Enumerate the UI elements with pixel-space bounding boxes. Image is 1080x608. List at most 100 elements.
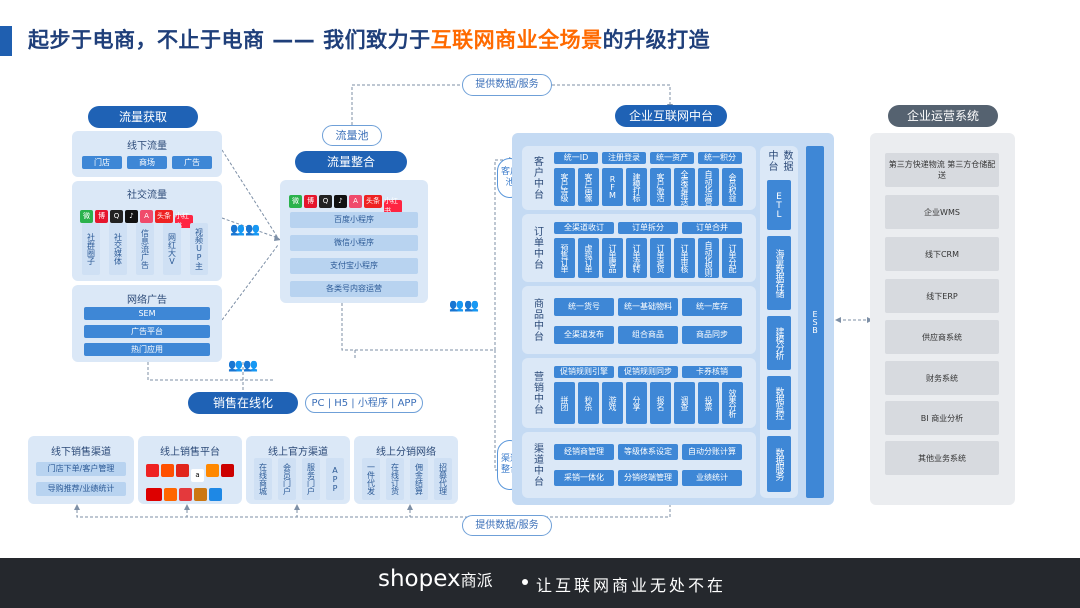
platform-logo-icon <box>194 487 207 501</box>
marketing-bottom-item: 分享 <box>626 382 647 424</box>
goods-middle-label: 商品中台 <box>531 298 543 342</box>
order-top-item: 全渠道收订 <box>554 222 614 234</box>
order-middle-label: 订单中台 <box>531 226 543 270</box>
customer-bottom-item: 全渠道推送 <box>674 168 695 206</box>
marketing-middle-label: 营销中台 <box>531 371 543 415</box>
customer-top-item: 统一积分 <box>698 152 742 164</box>
network-ads-title: 网络广告 <box>127 295 167 306</box>
data-item: ETL <box>767 180 791 230</box>
ops-item: 其他业务系统 <box>885 441 999 475</box>
platform-logo-icon <box>146 487 162 501</box>
official-channels-title: 线上官方渠道 <box>268 447 328 458</box>
traffic-pool-label: 流量池 <box>322 125 382 146</box>
pool-item: 微信小程序 <box>290 235 418 251</box>
channel-item: 分销终端管理 <box>618 470 678 486</box>
marketing-bottom-item: 报名 <box>650 382 671 424</box>
qq-icon: Q <box>110 209 123 223</box>
sales-channels-tag: PC | H5 | 小程序 | APP <box>305 393 423 413</box>
pool-item: 百度小程序 <box>290 212 418 228</box>
order-bottom-item: 订单赠品 <box>602 238 623 278</box>
marketing-bottom-item: 效果分析 <box>722 382 743 424</box>
tiktok-icon: ♪ <box>125 209 138 223</box>
distribution-item: 佣金结算 <box>410 458 428 500</box>
a-icon: A <box>349 194 362 208</box>
order-bottom-item: 订单分配 <box>722 238 743 278</box>
customer-middle-label: 客户中台 <box>531 156 543 200</box>
footer-bar: shopex商派 让互联网商业无处不在 <box>0 558 1080 608</box>
marketing-bottom-item: 拼团 <box>554 382 575 424</box>
customer-middle-panel: 客户中台 统一ID 注册登录 统一资产 统一积分 客户等级 客户画像 RFM 建… <box>522 146 756 210</box>
network-item: 广告平台 <box>84 325 210 338</box>
channel-middle-label: 渠道中台 <box>531 443 543 487</box>
offline-sales-title: 线下销售渠道 <box>51 447 111 458</box>
customer-top-item: 统一ID <box>554 152 598 164</box>
customer-top-item: 注册登录 <box>602 152 646 164</box>
sales-online-header: 销售在线化 <box>188 392 298 414</box>
platform-logo-icon <box>209 487 222 501</box>
esb-bar: ESB <box>806 146 824 498</box>
platform-logo-icon <box>161 464 174 477</box>
platform-logo-icon: a <box>191 468 204 482</box>
marketing-bottom-item: 投票 <box>698 382 719 424</box>
channel-item: 经销商管理 <box>554 444 614 460</box>
data-item: 数据服务 <box>767 436 791 492</box>
online-platform-title: 线上销售平台 <box>160 447 220 458</box>
offline-item: 门店 <box>82 156 122 169</box>
customer-bottom-item: 客户等级 <box>554 168 575 206</box>
ops-header: 企业运营系统 <box>888 105 998 127</box>
data-middle-panel: 数据中台 ETL 海量数据存储 建模分析 数据监控 数据服务 <box>760 146 798 498</box>
order-middle-panel: 订单中台 全渠道收订 订单拆分 订单合并 预售订单 虚拟订单 订单赠品 订单流转… <box>522 214 756 282</box>
ops-item: 第三方快递物流 第三方仓储配送 <box>885 153 999 187</box>
footer-slogan: 让互联网商业无处不在 <box>536 576 727 595</box>
xiaohongshu-icon: 小红书 <box>384 197 402 215</box>
pool-item: 支付宝小程序 <box>290 258 418 274</box>
people-icon: 👥👥 <box>449 298 479 312</box>
customer-bottom-item: 客户激活 <box>650 168 671 206</box>
platform-logo-icon <box>146 464 159 477</box>
footer-dot <box>522 579 528 585</box>
social-item: 网红大V <box>163 223 181 275</box>
wechat-icon: 微 <box>80 209 93 223</box>
platform-logo-icon <box>179 487 192 501</box>
goods-item: 组合商品 <box>618 326 678 344</box>
goods-item: 统一货号 <box>554 298 614 316</box>
tiktok-icon: ♪ <box>334 194 347 208</box>
marketing-top-item: 卡券核销 <box>682 366 742 378</box>
marketing-middle-panel: 营销中台 促销规则引擎 促销规则同步 卡券核销 拼团 秒杀 游戏 分享 报名 调… <box>522 358 756 428</box>
toutiao-icon: 头条 <box>155 209 173 223</box>
toutiao-icon: 头条 <box>364 194 382 208</box>
goods-item: 全渠道发布 <box>554 326 614 344</box>
marketing-bottom-item: 秒杀 <box>578 382 599 424</box>
order-bottom-item: 订单退货 <box>650 238 671 278</box>
ops-item: 财务系统 <box>885 361 999 395</box>
order-top-item: 订单合并 <box>682 222 742 234</box>
distribution-item: 在线订货 <box>386 458 404 500</box>
offline-traffic-title: 线下流量 <box>127 141 167 152</box>
channel-item: 自动分账计算 <box>682 444 742 460</box>
offline-item: 商场 <box>127 156 167 169</box>
official-item: 会员门户 <box>278 458 296 500</box>
offline-sales-item: 导购推荐/业绩统计 <box>36 482 126 496</box>
traffic-integration-header: 流量整合 <box>295 151 407 173</box>
order-top-item: 订单拆分 <box>618 222 678 234</box>
official-item: APP <box>326 458 344 500</box>
wechat-icon: 微 <box>289 194 302 208</box>
brand-name: shopex <box>378 566 461 592</box>
middle-platform-header: 企业互联网中台 <box>615 105 727 127</box>
distribution-item: 招募代理 <box>434 458 452 500</box>
customer-bottom-item: 建模打标 <box>626 168 647 206</box>
offline-sales-panel: 线下销售渠道 门店下单/客户管理 导购推荐/业绩统计 <box>28 436 134 504</box>
platform-logo-icon <box>221 464 234 477</box>
order-bottom-item: 虚拟订单 <box>578 238 599 278</box>
channel-middle-panel: 渠道中台 经销商管理 等级体系设定 自动分账计算 采销一体化 分销终端管理 业绩… <box>522 432 756 498</box>
distribution-panel: 线上分销网络 一件代发 在线订货 佣金结算 招募代理 <box>354 436 458 504</box>
distribution-title: 线上分销网络 <box>376 447 436 458</box>
social-item: 社群圈子 <box>82 223 100 275</box>
platform-logo-icon <box>176 464 189 477</box>
marketing-top-item: 促销规则引擎 <box>554 366 614 378</box>
goods-item: 统一基础物料 <box>618 298 678 316</box>
people-icon: 👥👥 <box>230 222 260 236</box>
official-item: 服务门户 <box>302 458 320 500</box>
